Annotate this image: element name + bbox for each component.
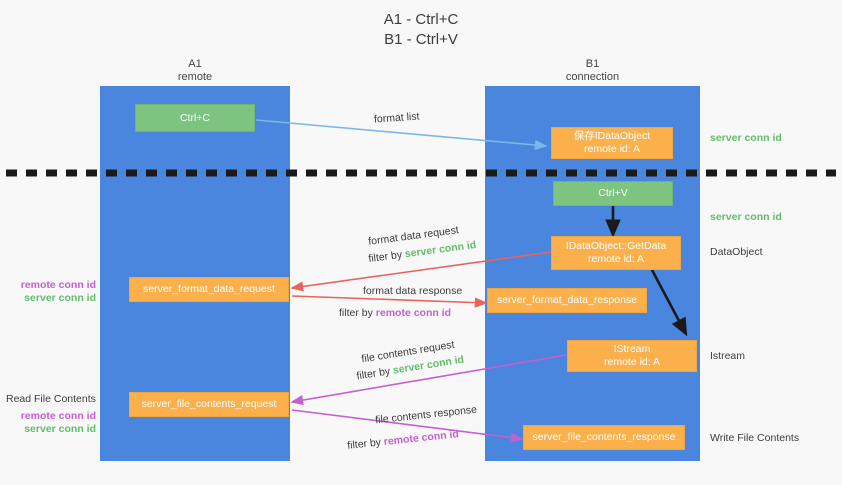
node-server-file-contents-request[interactable]: server_file_contents_request <box>129 392 289 417</box>
left-label-remote-conn-id-1: remote conn id <box>20 279 96 291</box>
edge-filter-format-data-response: filter by remote conn id <box>339 306 451 320</box>
lane-b1-name: B1 <box>585 58 600 70</box>
node-istream[interactable]: IStream remote id: A <box>567 340 697 372</box>
left-label-read-file-contents: Read File Contents <box>6 393 96 405</box>
edge-filter-value-4: remote conn id <box>383 428 460 448</box>
diagram-title: A1 - Ctrl+C B1 - Ctrl+V <box>0 10 842 50</box>
lane-b1-sub: connection <box>565 71 620 83</box>
right-label-dataobject: DataObject <box>710 246 763 258</box>
node-server-file-contents-response[interactable]: server_file_contents_response <box>523 425 685 450</box>
node-server-file-contents-request-label: server_file_contents_request <box>141 398 277 410</box>
node-server-format-data-response[interactable]: server_format_data_response <box>487 288 647 313</box>
edge-label-format-list: format list <box>373 110 420 126</box>
edge-filter-prefix-1: filter by <box>367 248 403 266</box>
lane-header-a1: A1 remote <box>100 58 290 84</box>
left-label-group-1: remote conn id server conn id <box>8 279 96 305</box>
edge-filter-prefix-3: filter by <box>355 365 392 383</box>
edge-filter-prefix-4: filter by <box>346 436 382 452</box>
right-label-istream: Istream <box>710 350 746 362</box>
node-ctrl-v-label: Ctrl+V <box>598 187 628 199</box>
edge-label-format-data-response: format data response <box>363 285 463 297</box>
node-server-format-data-response-label: server_format_data_response <box>496 294 638 306</box>
lane-a1-name: A1 <box>188 58 202 70</box>
left-label-group-2: remote conn id server conn id <box>8 410 96 436</box>
node-ctrl-v[interactable]: Ctrl+V <box>553 181 673 206</box>
node-idataobject-getdata[interactable]: IDataObject::GetData remote id: A <box>551 236 681 270</box>
left-label-server-conn-id-2: server conn id <box>24 423 96 435</box>
title-line-1: A1 - Ctrl+C <box>383 11 459 28</box>
node-save-idataobject-line1: 保存IDataObject <box>573 130 651 142</box>
left-label-remote-conn-id-2: remote conn id <box>20 410 96 422</box>
node-istream-line1: IStream <box>613 343 651 355</box>
right-label-server-conn-id-1: server conn id <box>710 132 782 144</box>
right-label-write-file-contents: Write File Contents <box>710 432 800 444</box>
title-line-2: B1 - Ctrl+V <box>384 31 458 48</box>
node-server-format-data-request-label: server_format_data_request <box>143 283 275 295</box>
edge-filter-file-contents-response: filter by remote conn id <box>347 427 460 453</box>
node-save-idataobject[interactable]: 保存IDataObject remote id: A <box>551 127 673 159</box>
lane-header-b1: B1 connection <box>485 58 700 84</box>
edge-filter-value-2: remote conn id <box>375 307 452 319</box>
node-server-format-data-request[interactable]: server_format_data_request <box>129 277 289 302</box>
lane-a1-sub: remote <box>177 71 213 83</box>
node-ctrl-c-label: Ctrl+C <box>179 111 211 124</box>
right-label-server-conn-id-2: server conn id <box>710 211 782 223</box>
node-istream-line2: remote id: A <box>603 356 661 368</box>
edge-label-file-contents-response: file contents response <box>374 403 478 427</box>
node-save-idataobject-line2: remote id: A <box>583 143 641 155</box>
left-label-server-conn-id-1: server conn id <box>24 292 96 304</box>
edge-filter-prefix-2: filter by <box>339 307 373 319</box>
node-idataobject-getdata-line1: IDataObject::GetData <box>565 240 667 252</box>
node-server-file-contents-response-label: server_file_contents_response <box>532 431 676 443</box>
node-idataobject-getdata-line2: remote id: A <box>587 253 645 265</box>
node-ctrl-c[interactable]: Ctrl+C <box>135 104 255 132</box>
